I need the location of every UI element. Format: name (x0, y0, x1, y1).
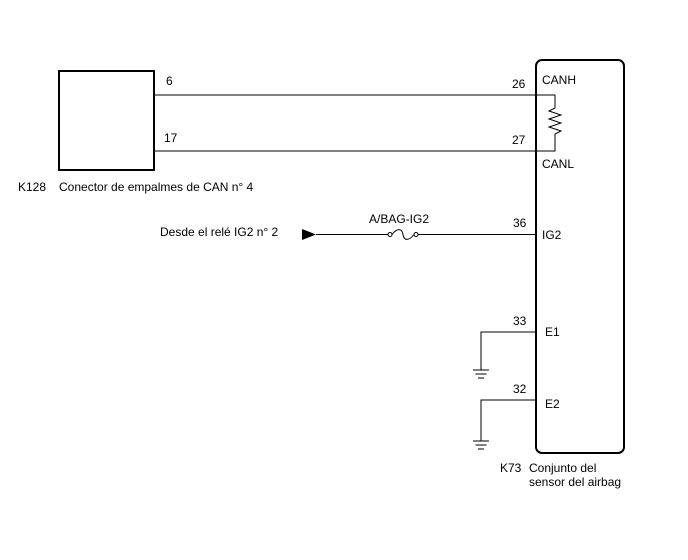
k73-pin-e1-label: E1 (545, 325, 560, 339)
e2-ground-wire (480, 399, 537, 441)
e1-ground-wire (480, 331, 537, 370)
fuse-label: A/BAG-IG2 (369, 212, 429, 226)
e2-ground-icon (473, 440, 489, 450)
k128-connector-box (58, 70, 155, 171)
k73-pin-canl-number: 27 (512, 133, 526, 147)
k128-name: Conector de empalmes de CAN n° 4 (59, 180, 254, 194)
fuse-terminal-left (387, 232, 393, 237)
k128-pin-canl: 17 (164, 131, 178, 145)
k73-name-line2: sensor del airbag (529, 475, 621, 489)
k73-sensor-box (535, 59, 625, 454)
e1-ground-icon (473, 369, 489, 379)
k128-pin-canh: 6 (166, 74, 173, 88)
k73-code: K73 (500, 461, 522, 475)
k73-pin-canl-label: CANL (542, 157, 574, 171)
termination-resistor (537, 94, 563, 152)
k73-pin-e2-number: 32 (513, 382, 527, 396)
k73-pin-ig2-label: IG2 (542, 228, 562, 242)
k73-pin-canh-label: CANH (542, 73, 576, 87)
k73-pin-canh-number: 26 (512, 77, 526, 91)
k73-pin-e1-number: 33 (513, 314, 527, 328)
fuse-icon (391, 229, 415, 240)
k73-pin-ig2-number: 36 (513, 216, 527, 230)
k73-pin-e2-label: E2 (545, 397, 560, 411)
k128-code: K128 (18, 180, 46, 194)
power-source-label: Desde el relé IG2 n° 2 (160, 225, 279, 239)
fuse-terminal-right (413, 232, 419, 237)
power-arrow-icon (302, 229, 316, 240)
k73-name-line1: Conjunto del (529, 461, 596, 475)
